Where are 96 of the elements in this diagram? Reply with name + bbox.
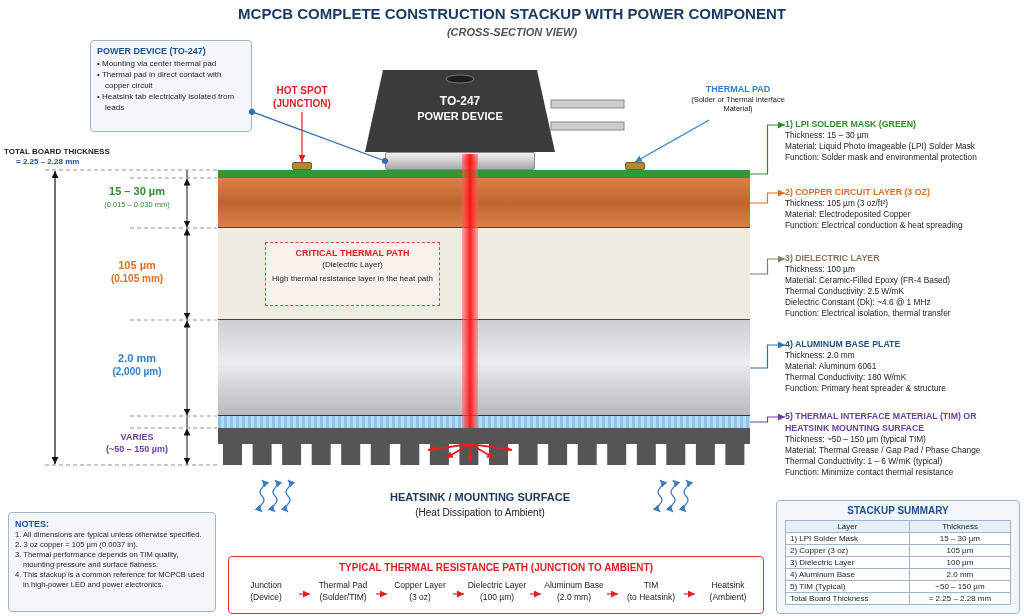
callout-heading: HOT SPOT [275,84,329,97]
callout-text: Material: Ceramic-Filled Epoxy (FR-4 Based) [785,275,952,286]
arrow [452,590,465,598]
dimension-label: TOTAL BOARD THICKNESS [4,146,111,158]
path-step-label: (3 oz) [408,591,432,603]
callout-text: Function: Electrical isolation, thermal transfer [785,308,952,319]
path-step-label: (2.0 mm) [556,591,592,603]
bullet-text: • Heatsink tab electrically isolated from leads [97,91,236,113]
solder-pad [625,162,645,170]
heatsink-drawing [218,428,750,465]
callout-heading: CRITICAL THERMAL PATH [294,247,411,259]
callout-text: Material: Liquid Photo Imageable (LPI) Solder Mask [785,141,976,152]
leader-line [749,341,786,369]
highlight-box [265,242,440,306]
aluminum-base-layer [218,320,750,416]
callout-text: Function: Electrical conduction & heat spreading [785,220,964,231]
path-step-label: Copper Layer [393,579,447,591]
summary-panel [776,500,1020,614]
leader-line [749,255,786,275]
notes-heading: NOTES: [15,518,50,530]
callout-heading: 4) ALUMINUM BASE PLATE [785,338,902,350]
path-step-label: (Ambient) [708,591,748,603]
solder-mask-layer [218,170,750,178]
path-step-label: (100 µm) [478,591,516,603]
table-header-cell: Layer [785,520,910,533]
power-device-drawing [365,70,625,152]
dielectric-layer [218,228,750,320]
callout-text: Thickness: 2.0 mm [785,350,856,361]
callout-text: Thermal Conductivity: 2.5 W/mK [785,286,905,297]
dimension-label: (~50 – 150 µm) [105,443,169,455]
callout-heading: 2) COPPER CIRCUIT LAYER (3 OZ) [785,186,931,198]
panel-heading: TYPICAL THERMAL RESISTANCE PATH (JUNCTION TO AMBIENT) [337,562,655,574]
path-step-label: Aluminum Base [543,579,605,591]
diagram-subtitle: (CROSS-SECTION VIEW) [445,26,579,38]
callout-text: Thickness: ~50 – 150 µm (typical TIM) [785,434,927,445]
diagram-title: MCPCB COMPLETE CONSTRUCTION STACKUP WITH POWER COMPONENT [237,5,787,22]
path-step-label: Dielectric Layer [466,579,528,591]
leader-line [634,119,710,163]
callout-heading: POWER DEVICE (TO-247) [97,46,207,56]
arrow [529,590,542,598]
heatsink-label: HEATSINK / MOUNTING SURFACE [388,491,572,503]
bullet-text: • Mounting via center thermal pad [97,58,218,69]
callout-box [90,40,252,132]
arrow [298,590,311,598]
leader-line [298,111,306,163]
arrow [683,590,696,598]
callout-text: Thickness: 100 µm [785,264,856,275]
arrow [606,590,619,598]
table-header-cell: Thickness [909,520,1011,533]
callout-text: Dielectric Constant (Dk): ~4.6 @ 1 MHz [785,297,932,308]
dimension-label: 105 µm [117,259,157,271]
callout-text: Thickness: 15 – 30 µm [785,130,870,141]
callout-text: Function: Primary heat spreader & structure [785,383,947,394]
thermal-path-panel [228,556,764,614]
dimension-label: 2.0 mm [117,352,157,364]
thermal-interface-layer [218,416,750,428]
path-step-label: TIM [642,579,660,591]
solder-pad [292,162,312,170]
dimension-label: = 2.25 – 2.28 mm [16,156,81,168]
leader-line [749,121,786,175]
bullet-text: • Thermal pad in direct contact with copper circuit [97,69,223,91]
callout-text: Material: Electrodeposited Copper [785,209,912,220]
copper-layer [218,178,750,228]
path-step-label: (to Heatsink) [625,591,677,603]
leader-line [749,413,786,423]
arrow [375,590,388,598]
device-label: POWER DEVICE [416,109,504,124]
callout-text: Material: Aluminum 6061 [785,361,878,372]
callout-text: Function: Minimize contact thermal resistance [785,467,955,478]
callout-text: Thermal Conductivity: 180 W/mK [785,372,908,383]
callout-heading: 5) THERMAL INTERFACE MATERIAL (TIM) OR HEATSINK MOUNTING SURFACE [785,410,978,434]
heatsink-label: (Heat Dissipation to Ambient) [414,507,546,518]
dimension-label: VARIES [119,431,155,443]
path-step-label: (Device) [249,591,283,603]
callout-text: Function: Solder mask and environmental protection [785,152,978,163]
callout-text: Material: Thermal Grease / Gap Pad / Phase Change [785,445,982,456]
dimension-label: 15 – 30 µm [108,185,166,197]
callout-heading: THERMAL PAD [704,84,772,95]
device-label: TO-247 [438,94,482,109]
path-step-label: Junction [249,579,283,591]
notes-panel [8,512,216,612]
callout-text: Thermal Conductivity: 1 – 6 W/mK (typical) [785,456,944,467]
leader-line [749,189,786,204]
callout-text: (Dielectric Layer) [321,260,384,270]
panel-heading: STACKUP SUMMARY [846,504,950,517]
callout-heading: (JUNCTION) [272,97,332,110]
callout-text: Thickness: 105 µm (3 oz/ft²) [785,198,889,209]
path-step-label: (Solder/TIM) [318,591,368,603]
callout-heading: 3) DIELECTRIC LAYER [785,252,881,264]
leader-line [248,108,389,165]
path-step-label: Heatsink [710,579,746,591]
callout-text: High thermal resistance layer in the heat path [271,274,434,284]
dimension-label: (0.105 mm) [109,273,165,285]
path-step-label: Thermal Pad [317,579,369,591]
callout-heading: 1) LPI SOLDER MASK (GREEN) [785,118,917,130]
dimension-label: (2,000 µm) [111,366,163,378]
